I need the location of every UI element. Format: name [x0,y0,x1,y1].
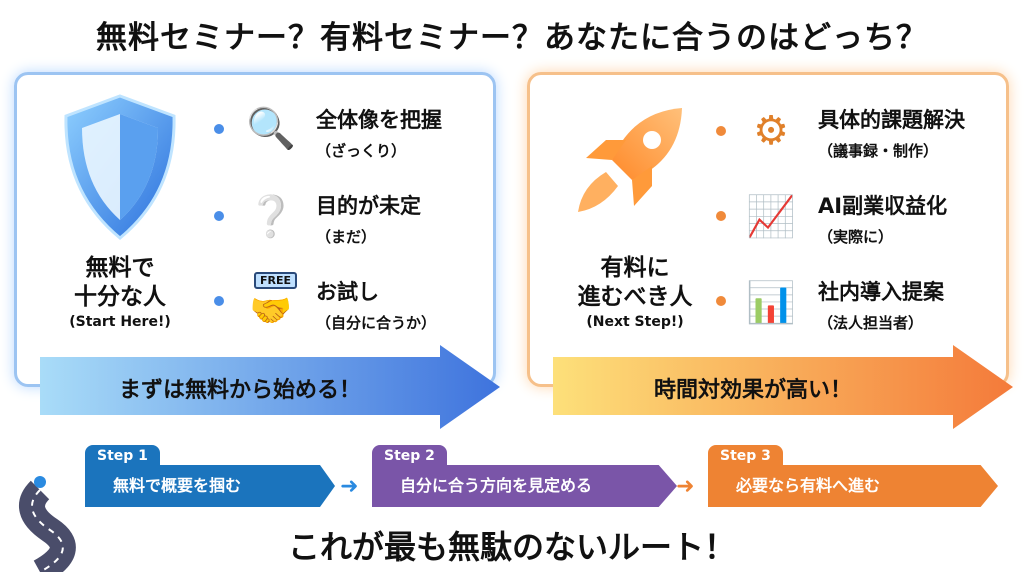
item-sub: （法人担当者） [818,314,924,332]
list-item: 社内導入提案 （法人担当者） [818,276,944,333]
handshake-free-icon: 🤝 [249,291,293,331]
item-sub: （ざっくり） [316,142,407,160]
who-line1: 無料で [85,255,155,281]
rocket-icon [578,108,682,212]
list-item: AI副業収益化 （実際に） [818,190,947,247]
item-title: お試し [316,280,379,304]
paid-target-label: 有料に 進むべき人 (Next Step!) [565,254,705,332]
step-1: Step 1 無料で概要を掴む [85,445,335,507]
banner-text: 時間対効果が高い！ [653,378,852,403]
arrow-right-icon: ➜ [340,474,359,499]
item-title: 目的が未定 [316,194,421,218]
bullet [214,211,224,221]
who-sub: (Next Step!) [586,314,684,330]
list-item: 具体的課題解決 （議事録・制作） [818,104,965,161]
bullet [214,296,224,306]
bullet [716,126,726,136]
item-sub: （まだ） [316,228,377,246]
road-icon [19,476,76,572]
list-item: お試し （自分に合うか） [316,276,436,333]
coins-growth-icon: 📈 [746,194,796,240]
who-line1: 有料に [600,255,670,281]
conclusion-text: これが最も無駄のないルート！ [287,528,736,566]
paid-banner-arrow: 時間対効果が高い！ [553,345,1013,429]
document-gear-icon: ⚙ [753,108,789,154]
free-banner-arrow: まずは無料から始める！ [40,345,500,429]
item-title: AI副業収益化 [818,194,948,218]
item-sub: （自分に合うか） [316,314,437,332]
question-cloud-icon: ❔ [246,194,296,240]
who-line2: 十分な人 [74,284,166,310]
banner-text: まずは無料から始める！ [118,378,361,403]
item-title: 社内導入提案 [818,280,944,304]
bullet [214,124,224,134]
list-item: 目的が未定 （まだ） [316,190,421,247]
who-sub: (Start Here!) [69,314,171,330]
brain-magnifier-icon: 🔍 [246,106,296,152]
free-target-label: 無料で 十分な人 (Start Here!) [50,254,190,332]
step-text: 自分に合う方向を見定める [372,465,677,507]
free-badge: FREE [254,272,298,289]
who-line2: 進むべき人 [577,284,693,310]
bullet [716,211,726,221]
item-sub: （実際に） [818,228,894,246]
arrow-right-icon: ➜ [676,474,695,499]
page-title: 無料セミナー？有料セミナー？あなたに合うのはどっち？ [96,20,928,56]
step-text: 必要なら有料へ進む [708,465,998,507]
bullet [716,296,726,306]
item-title: 具体的課題解決 [818,108,965,132]
item-sub: （議事録・制作） [818,142,939,160]
presentation-icon: 📊 [746,280,796,326]
step-text: 無料で概要を掴む [85,465,335,507]
step-3: Step 3 必要なら有料へ進む [708,445,998,507]
list-item: 全体像を把握 （ざっくり） [316,104,442,161]
item-title: 全体像を把握 [316,108,442,132]
shield-icon [64,94,176,240]
step-2: Step 2 自分に合う方向を見定める [372,445,677,507]
